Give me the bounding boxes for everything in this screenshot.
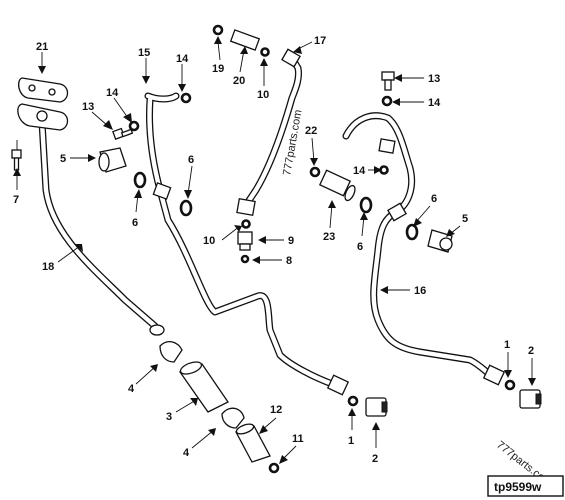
callout-3: 3 (166, 411, 172, 423)
washer-14-left-lower (128, 120, 140, 132)
drawing-id: tp9599w (494, 480, 542, 494)
callout-1-center: 1 (348, 435, 354, 447)
callout-16: 16 (414, 285, 426, 297)
callout-2-right: 2 (528, 345, 534, 357)
fitting-stack-9 (236, 197, 256, 264)
washer-1-right (504, 379, 516, 391)
fitting-20 (229, 29, 261, 51)
washer-14-right-upper (381, 95, 393, 107)
callout-15: 15 (138, 47, 150, 59)
callout-14-top: 14 (176, 53, 189, 65)
washer-22 (309, 166, 321, 178)
bolt-13-left (112, 127, 134, 140)
fitting-23 (318, 169, 356, 202)
fitting-2-center (365, 397, 388, 417)
callout-10-center: 10 (203, 235, 215, 247)
banjo-bolt-5-left (98, 147, 127, 173)
callout-7: 7 (13, 194, 19, 206)
oil-line-16 (342, 112, 506, 386)
oil-line-17 (242, 48, 302, 209)
callout-6-left-a: 6 (132, 217, 138, 229)
washer-19 (212, 24, 224, 36)
callout-19: 19 (212, 63, 224, 75)
callout-10-top: 10 (257, 89, 269, 101)
washer-6-left-b (179, 199, 193, 217)
callout-22: 22 (305, 125, 317, 137)
callout-4-upper: 4 (128, 383, 135, 395)
bolt-13-right (381, 71, 395, 91)
callout-13-right: 13 (428, 73, 440, 85)
washer-10-top (260, 47, 270, 57)
leader-lines (13, 36, 536, 464)
flange-gasket-21 (17, 77, 69, 131)
callout-14-left: 14 (106, 87, 119, 99)
callout-17: 17 (314, 35, 326, 47)
callout-6-right-a: 6 (357, 241, 363, 253)
bolt-7 (11, 140, 22, 171)
callout-numbers: 21 15 14 14 13 5 7 6 6 18 19 20 10 17 10… (13, 35, 534, 465)
washer-1-center (347, 395, 359, 407)
washer-6-right-b (405, 223, 419, 241)
callout-14-right-upper: 14 (428, 97, 441, 109)
coupling-12 (235, 423, 271, 463)
elbow-4-lower (221, 407, 245, 429)
callout-5-right: 5 (462, 213, 468, 225)
callout-6-right-b: 6 (431, 193, 437, 205)
callout-5-left: 5 (60, 153, 66, 165)
elbow-4-upper (159, 340, 183, 363)
callout-23: 23 (323, 231, 335, 243)
callout-9: 9 (288, 235, 294, 247)
callout-12: 12 (270, 404, 282, 416)
callout-11: 11 (292, 433, 304, 445)
oil-drain-tube-18 (38, 118, 165, 336)
banjo-bolt-5-right (427, 229, 453, 253)
callout-6-left-b: 6 (188, 154, 194, 166)
callout-21: 21 (36, 41, 48, 53)
callout-1-right: 1 (504, 339, 510, 351)
callout-20: 20 (233, 75, 245, 87)
callout-4-lower: 4 (183, 447, 190, 459)
callout-14-right-lower: 14 (353, 165, 366, 177)
drawing-id-badge: tp9599w (487, 475, 564, 497)
callout-2-center: 2 (372, 453, 378, 465)
fitting-2-right (519, 389, 542, 409)
callout-8: 8 (286, 255, 292, 267)
oil-supply-tube-15 (144, 92, 350, 396)
washer-6-left-a (133, 171, 147, 189)
hose-3 (178, 361, 229, 413)
callout-18: 18 (42, 261, 54, 273)
washer-14-left-upper (180, 92, 192, 104)
callout-13-left: 13 (82, 101, 94, 113)
washer-6-right-a (359, 196, 373, 214)
washer-11 (268, 462, 280, 474)
